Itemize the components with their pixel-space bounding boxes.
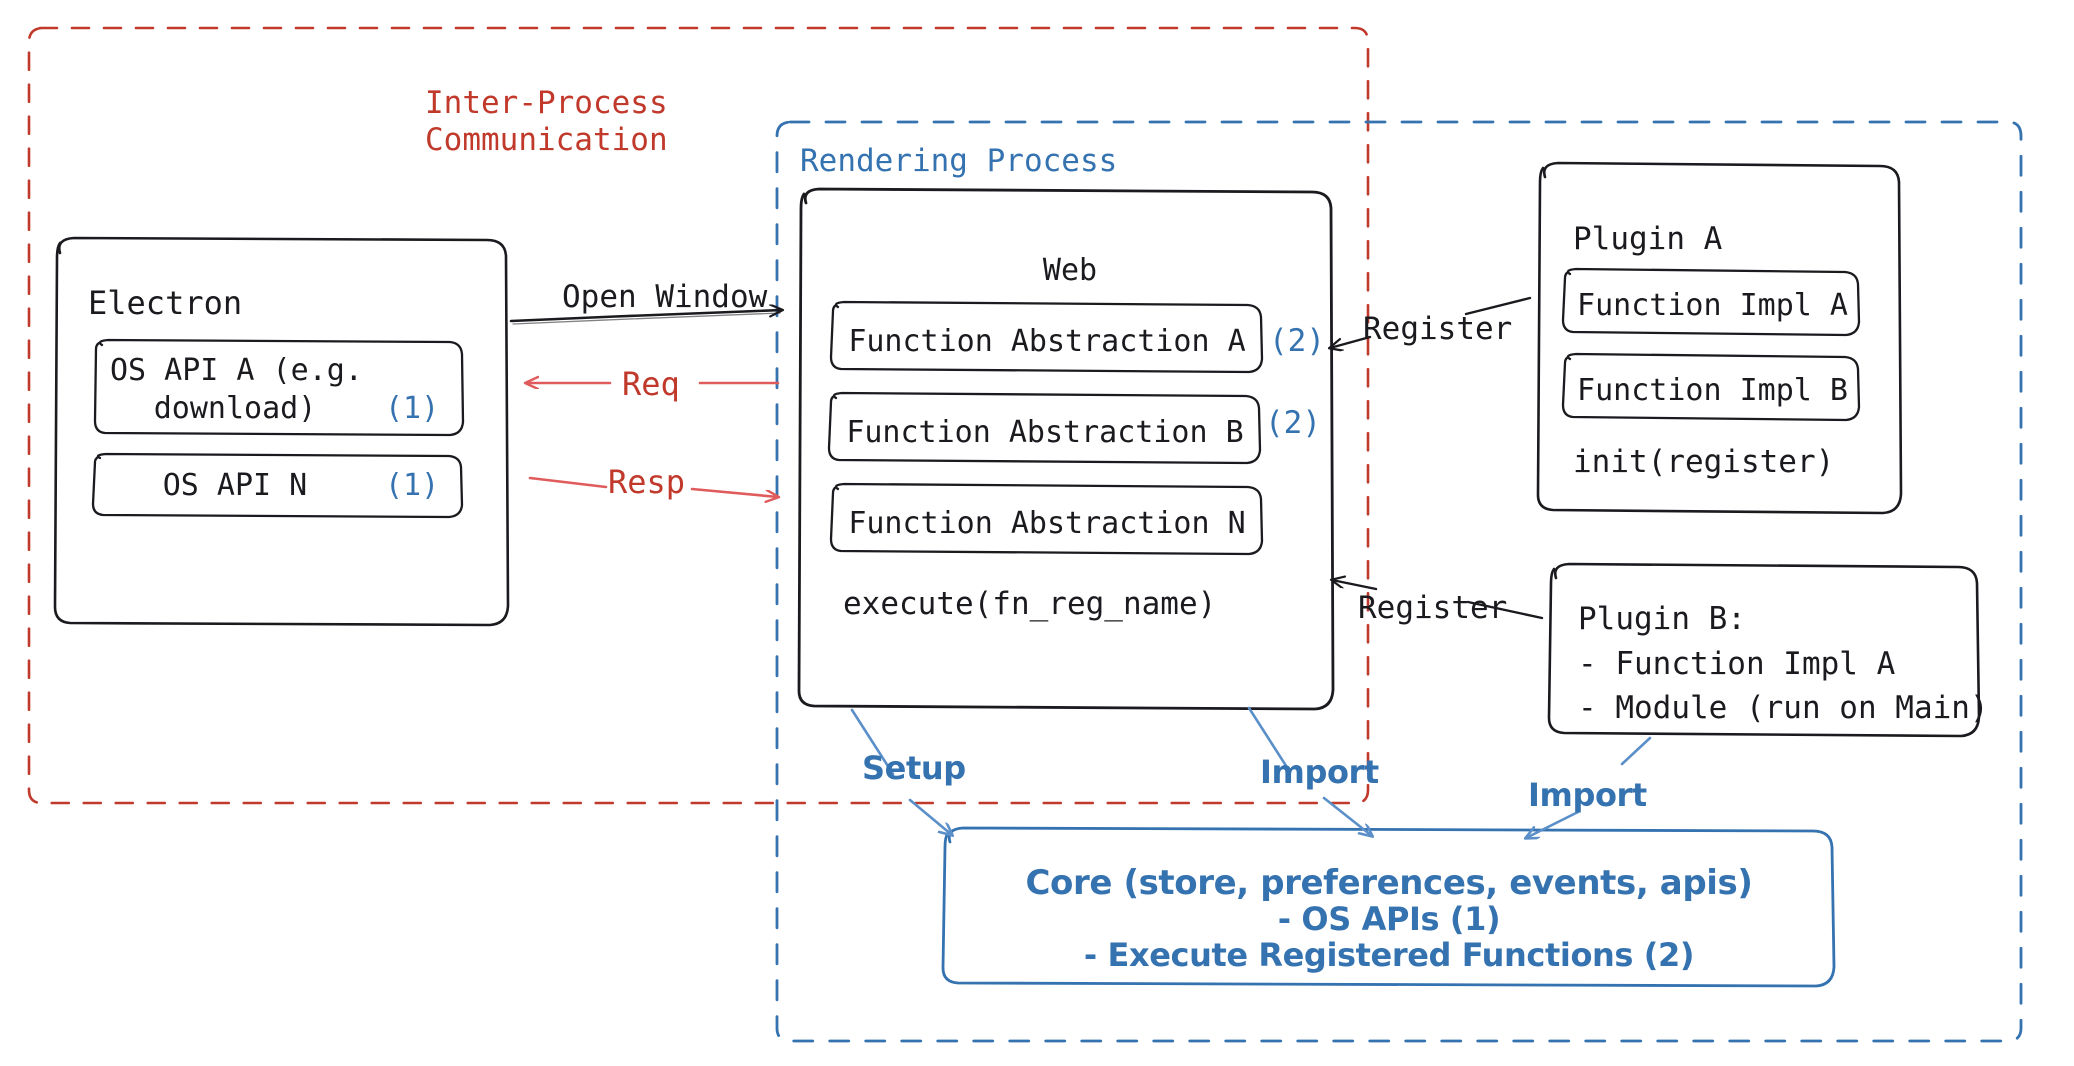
plugin-b-title: Plugin B: xyxy=(1578,601,1746,637)
os-api-a-label[interactable]: OS API A (e.g. download) xyxy=(110,353,363,427)
plugin-b-item-0: - Function Impl A xyxy=(1578,646,1896,682)
fn-abstraction-b-label[interactable]: Function Abstraction B xyxy=(846,415,1244,450)
fn-impl-b-label[interactable]: Function Impl B xyxy=(1577,373,1848,408)
web-execute-label: execute(fn_reg_name) xyxy=(843,586,1217,622)
import-web-label: Import xyxy=(1260,753,1379,791)
ipc-region-label-line2: Communication xyxy=(425,122,668,158)
plugin-a-title: Plugin A xyxy=(1573,221,1723,257)
core-line-3: - Execute Registered Functions (2) xyxy=(1083,936,1695,974)
electron-title: Electron xyxy=(88,284,243,322)
fn-abstraction-a-label[interactable]: Function Abstraction A xyxy=(848,324,1246,359)
core-line-2: - OS APIs (1) xyxy=(1277,900,1501,938)
setup-label: Setup xyxy=(862,749,966,787)
resp-label: Resp xyxy=(608,463,686,501)
import-plugin-b-label: Import xyxy=(1528,776,1647,814)
register-top-label: Register xyxy=(1363,311,1513,347)
web-title: Web xyxy=(1042,253,1098,288)
register-bottom-label: Register xyxy=(1358,590,1508,626)
os-api-n-label[interactable]: OS API N xyxy=(162,468,308,503)
os-api-n-marker: (1) xyxy=(385,468,440,503)
open-window-label: Open Window xyxy=(562,279,768,315)
rendering-region-label: Rendering Process xyxy=(800,143,1118,179)
os-api-a-marker: (1) xyxy=(385,391,440,426)
ipc-region-label-line1: Inter-Process xyxy=(425,85,668,121)
fn-abstraction-a-marker: (2) xyxy=(1269,323,1325,359)
fn-abstraction-n-label[interactable]: Function Abstraction N xyxy=(848,506,1246,541)
req-label: Req xyxy=(622,365,680,403)
fn-impl-a-label[interactable]: Function Impl A xyxy=(1577,288,1848,323)
core-line-1: Core (store, preferences, events, apis) xyxy=(1025,863,1753,903)
plugin-a-init-label: init(register) xyxy=(1573,444,1835,480)
fn-abstraction-b-marker: (2) xyxy=(1265,405,1321,441)
plugin-b-item-1: - Module (run on Main) xyxy=(1578,690,1989,726)
